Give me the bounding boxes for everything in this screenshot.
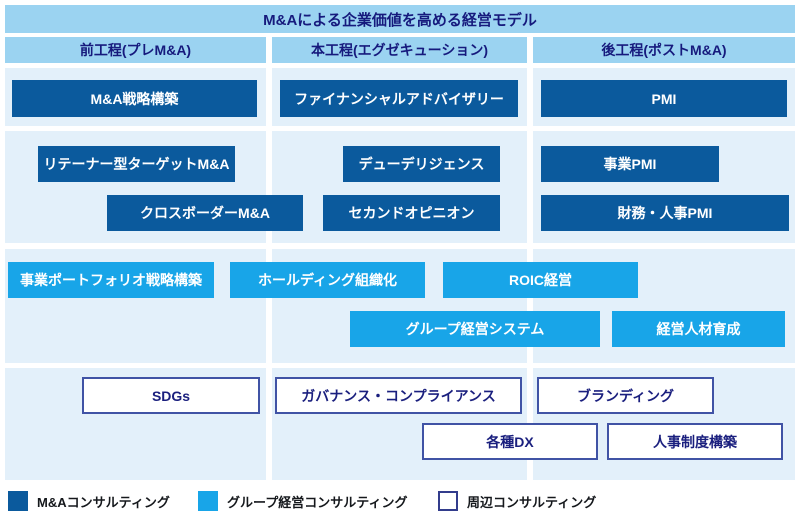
service-box-group-management-system: グループ経営システム <box>350 311 600 347</box>
service-box-retainer-target-mna: リテーナー型ターゲットM&A <box>38 146 235 182</box>
service-box-executive-development: 経営人材育成 <box>612 311 785 347</box>
legend-item-mna-consulting: M&Aコンサルティング <box>8 490 170 512</box>
column-header-execution: 本工程(エグゼキューション) <box>272 37 527 63</box>
service-box-second-opinion: セカンドオピニオン <box>323 195 500 231</box>
legend-swatch-peripheral-consulting <box>438 491 458 511</box>
service-box-holding-organization: ホールディング組織化 <box>230 262 425 298</box>
column-header-post-mna: 後工程(ポストM&A) <box>533 37 795 63</box>
legend-item-group-consulting: グループ経営コンサルティング <box>198 490 407 512</box>
diagram-title: M&Aによる企業価値を高める経営モデル <box>5 5 795 33</box>
legend-label-peripheral-consulting: 周辺コンサルティング <box>467 494 597 510</box>
service-box-portfolio-strategy: 事業ポートフォリオ戦略構築 <box>8 262 214 298</box>
service-box-pmi: PMI <box>541 80 787 117</box>
service-box-mna-strategy: M&A戦略構築 <box>12 80 257 117</box>
service-box-branding: ブランディング <box>537 377 714 414</box>
legend-label-mna-consulting: M&Aコンサルティング <box>37 494 170 510</box>
service-box-governance-compliance: ガバナンス・コンプライアンス <box>275 377 522 414</box>
service-box-financial-advisory: ファイナンシャルアドバイザリー <box>280 80 518 117</box>
service-box-cross-border-mna: クロスボーダーM&A <box>107 195 303 231</box>
service-box-due-diligence: デューデリジェンス <box>343 146 500 182</box>
service-box-business-pmi: 事業PMI <box>541 146 719 182</box>
service-box-roic-management: ROIC経営 <box>443 262 638 298</box>
legend-swatch-mna-consulting <box>8 491 28 511</box>
service-box-dx: 各種DX <box>422 423 598 460</box>
legend-label-group-consulting: グループ経営コンサルティング <box>227 494 408 510</box>
column-header-pre-mna: 前工程(プレM&A) <box>5 37 266 63</box>
service-box-finance-hr-pmi: 財務・人事PMI <box>541 195 789 231</box>
legend-item-peripheral-consulting: 周辺コンサルティング <box>438 490 596 512</box>
legend-swatch-group-consulting <box>198 491 218 511</box>
service-box-hr-system: 人事制度構築 <box>607 423 783 460</box>
service-box-sdgs: SDGs <box>82 377 260 414</box>
